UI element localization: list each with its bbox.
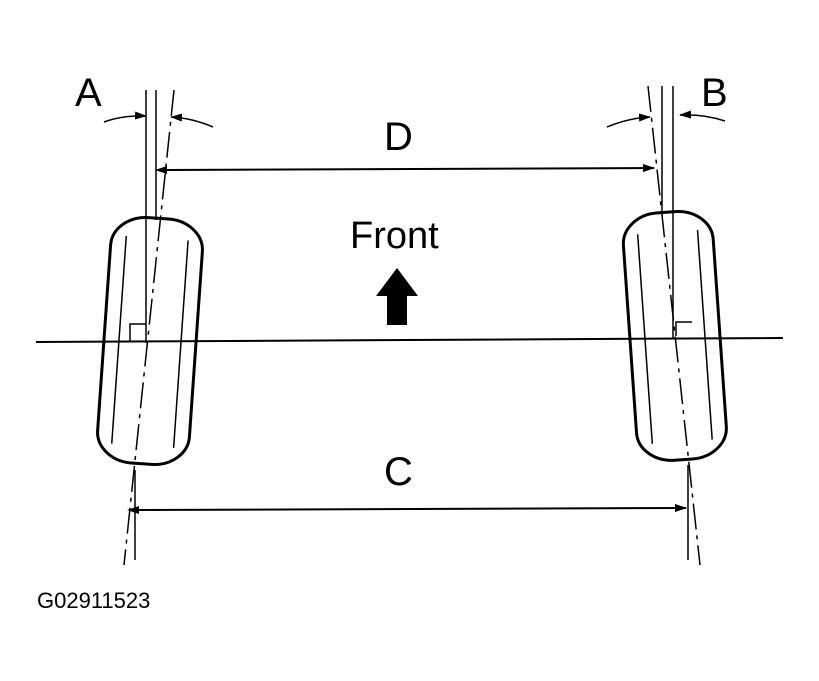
- label-b: B: [701, 71, 728, 115]
- figure-code: G02911523: [37, 588, 150, 613]
- label-d: D: [384, 115, 413, 159]
- left-tire-outline: [96, 215, 204, 467]
- dimension-d-line: [155, 164, 655, 174]
- left-right-angle-marker: [129, 323, 146, 341]
- right-wheel-center-line: [647, 85, 701, 566]
- label-a: A: [75, 71, 102, 115]
- label-c: C: [384, 450, 413, 494]
- angle-a-arc: [103, 111, 147, 123]
- right-tire-outline: [621, 210, 728, 462]
- axle-center-line: [35, 337, 784, 343]
- left-wheel-center-line: [123, 89, 175, 566]
- left-wheel: [96, 89, 214, 566]
- dimension-c-line: [127, 504, 687, 514]
- angle-b-arc: [606, 113, 651, 128]
- label-front: Front: [350, 215, 439, 257]
- right-right-angle-marker: [675, 321, 692, 336]
- right-wheel: [606, 85, 728, 566]
- up-arrow-icon: [376, 268, 418, 325]
